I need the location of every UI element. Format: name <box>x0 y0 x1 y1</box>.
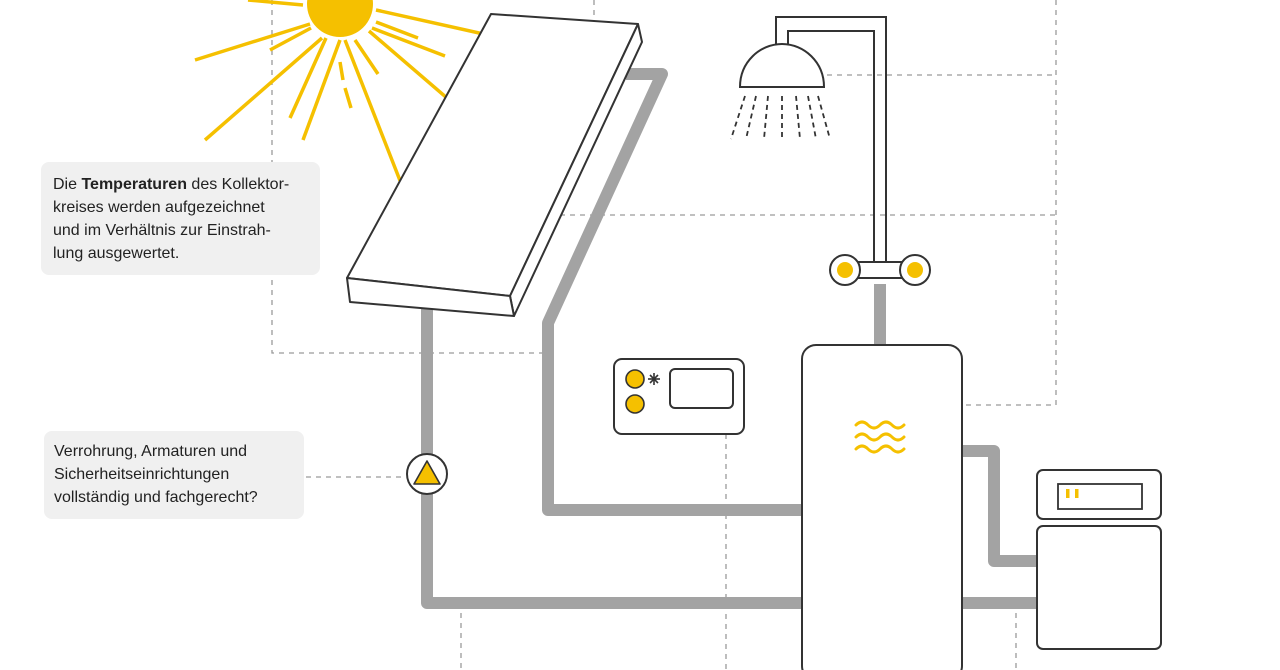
tap-knob-left <box>837 262 853 278</box>
pipe-boiler-upper <box>962 445 1037 567</box>
dashed-guides <box>271 0 1057 670</box>
callout-line: kreises werden aufgezeichnet <box>53 199 265 216</box>
boiler-body <box>1036 525 1162 650</box>
shower-spray <box>730 95 831 140</box>
callout-line: Sicherheitseinrichtungen <box>54 466 230 483</box>
pipes <box>421 68 1037 609</box>
callout-collector-temperatures: Die Temperaturen des Kollektor- kreises … <box>41 162 320 275</box>
mixing-tap-icon <box>829 254 931 286</box>
solar-collector-icon <box>346 13 643 317</box>
controller-display <box>669 368 734 409</box>
shower-pipe <box>775 16 887 262</box>
sun-mode-icon <box>648 373 660 385</box>
boiler-indicator-2 <box>1075 489 1079 498</box>
shower-head <box>738 42 826 88</box>
solar-controller <box>613 358 745 435</box>
storage-tank <box>801 344 963 670</box>
dashed-guide-right <box>962 0 1057 406</box>
controller-button-day <box>625 369 645 389</box>
pump-triangle-icon <box>406 453 448 495</box>
callout-line: Verrohrung, Armaturen und <box>54 443 248 460</box>
boiler-display <box>1057 483 1143 510</box>
callout-line: lung ausgewertet. <box>53 245 180 262</box>
emphasis-temperatures: Temperaturen <box>81 176 187 193</box>
dashed-guide-collector-frame <box>271 0 548 354</box>
callout-piping-check: Verrohrung, Armaturen und Sicherheitsein… <box>44 431 304 519</box>
auxiliary-boiler <box>1036 469 1162 650</box>
tap-knob-right <box>907 262 923 278</box>
controller-button-night <box>625 394 645 414</box>
heat-waves-icon <box>854 420 906 454</box>
callout-line: vollständig und fachgerecht? <box>54 489 258 506</box>
pipe-flow-return <box>421 308 802 609</box>
shower-head-icon <box>730 16 887 262</box>
boiler-indicator-1 <box>1066 489 1070 498</box>
callout-line: und im Verhältnis zur Einstrah- <box>53 222 271 239</box>
collector-front-face <box>346 277 515 317</box>
pump-triangle <box>413 460 441 485</box>
sun-icon <box>194 0 498 202</box>
pipe-collector-outlet <box>542 68 802 516</box>
sun-disc <box>307 0 373 37</box>
tank-body <box>801 344 963 670</box>
callout-line: Die Temperaturen des Kollektor- <box>53 176 290 193</box>
